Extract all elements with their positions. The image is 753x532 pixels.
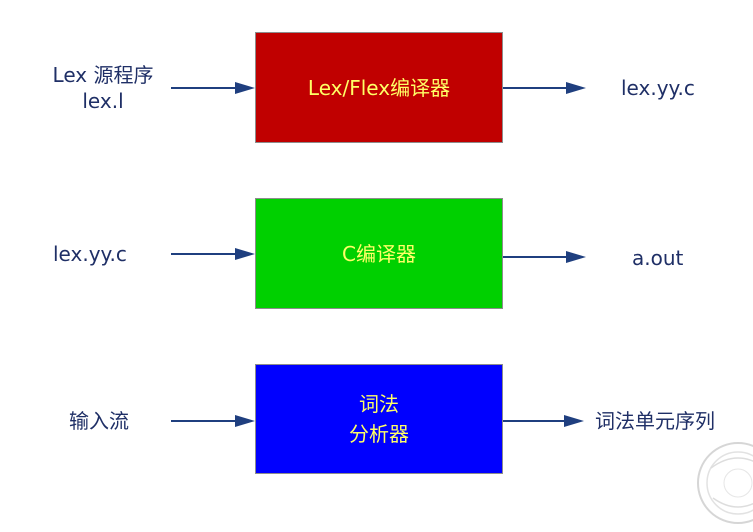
row2-output-arrow: [503, 249, 586, 265]
row1-input-line2: lex.l: [82, 89, 124, 113]
row1-input-line1: Lex 源程序: [52, 63, 154, 87]
row2-input-label: lex.yy.c: [53, 242, 127, 266]
row1-output-arrow: [503, 80, 586, 96]
row3-input-arrow: [171, 413, 255, 429]
lex-flex-compiler-label: Lex/Flex编译器: [307, 75, 451, 100]
row3-input-label: 输入流: [69, 409, 129, 433]
lexical-analyzer-label-line1: 词法: [359, 392, 399, 416]
right-arrow-icon: [171, 415, 255, 427]
seal-watermark: [693, 438, 753, 532]
row2-input-arrow: [171, 246, 255, 262]
right-arrow-icon: [503, 82, 586, 94]
right-arrow-icon: [171, 248, 255, 260]
row3-output-label: 词法单元序列: [595, 409, 715, 433]
c-compiler-label: C编译器: [342, 241, 416, 266]
lex-flex-compiler-box: Lex/Flex编译器: [255, 32, 503, 143]
lexical-analyzer-box: 词法 分析器: [255, 364, 503, 474]
row3-output-arrow: [503, 413, 584, 429]
row1-input-arrow: [171, 80, 255, 96]
c-compiler-box: C编译器: [255, 198, 503, 309]
right-arrow-icon: [503, 415, 584, 427]
right-arrow-icon: [171, 82, 255, 94]
row1-output-label: lex.yy.c: [621, 76, 695, 100]
row1-input-label: Lex 源程序 lex.l: [47, 62, 159, 114]
seal-icon: [697, 442, 753, 524]
lexical-analyzer-label-line2: 分析器: [349, 422, 409, 446]
right-arrow-icon: [503, 251, 586, 263]
row2-output-label: a.out: [632, 246, 684, 270]
